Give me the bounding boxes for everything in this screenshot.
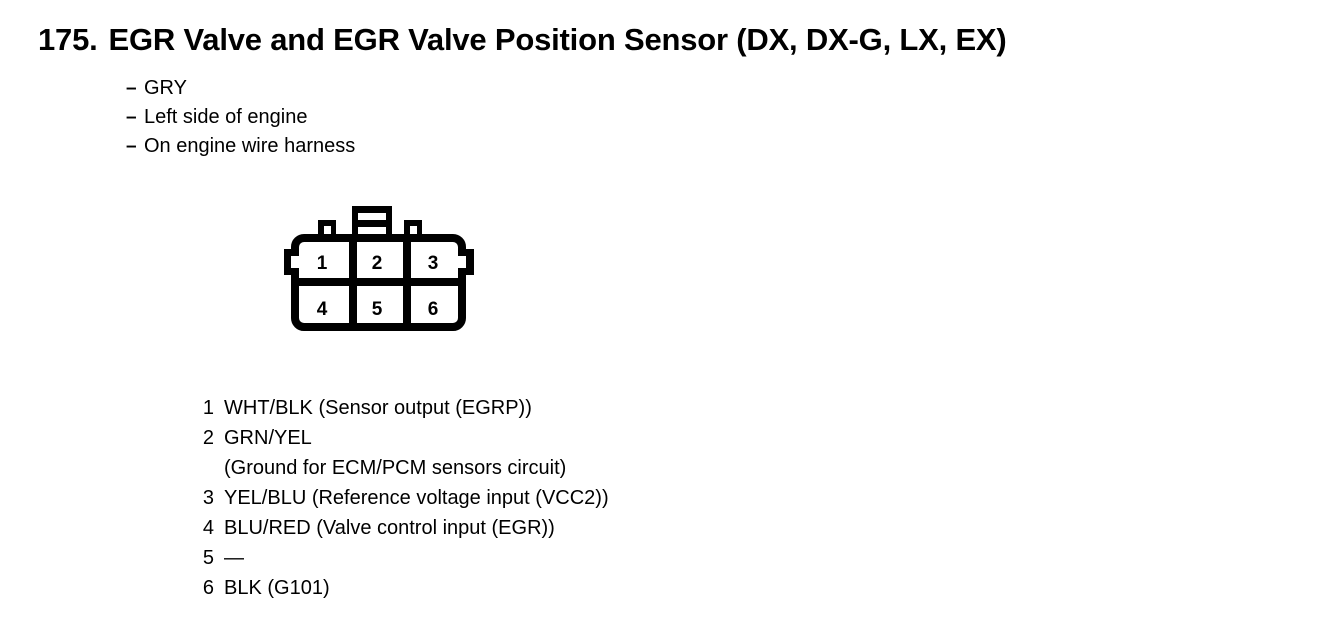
pin-legend-number: 1 xyxy=(202,397,214,419)
pin-legend-number: 5 xyxy=(202,547,214,569)
pin-legend-number: 4 xyxy=(202,517,214,539)
pin-legend-description: WHT/BLK (Sensor output (EGRP)) xyxy=(224,397,532,419)
pin-legend-description: — xyxy=(224,547,244,569)
pin-legend-description: BLU/RED (Valve control input (EGR)) xyxy=(224,517,555,539)
note-label: GRY xyxy=(144,77,187,99)
page-title-number: 175. xyxy=(38,22,98,57)
dash-icon: – xyxy=(126,107,137,128)
pin-legend-number: 3 xyxy=(202,487,214,509)
pin-number-6: 6 xyxy=(428,299,439,320)
pin-legend-list: 1 WHT/BLK (Sensor output (EGRP)) 2 GRN/Y… xyxy=(198,393,609,603)
pin-legend-row: 4 BLU/RED (Valve control input (EGR)) xyxy=(198,513,609,543)
connector-pin-numbers: 1 2 3 4 5 6 xyxy=(317,253,439,320)
note-item: – On engine wire harness xyxy=(126,132,355,161)
pin-legend-row: 5 — xyxy=(198,543,609,573)
pin-legend-row: 6 BLK (G101) xyxy=(198,573,609,603)
pin-legend-number: 2 xyxy=(202,427,214,449)
pin-legend-description: YEL/BLU (Reference voltage input (VCC2)) xyxy=(224,487,609,509)
pin-legend-row: 1 WHT/BLK (Sensor output (EGRP)) xyxy=(198,393,609,423)
dash-icon: – xyxy=(126,136,137,157)
pin-number-3: 3 xyxy=(428,253,439,274)
pin-number-4: 4 xyxy=(317,299,328,320)
pin-legend-row: 3 YEL/BLU (Reference voltage input (VCC2… xyxy=(198,483,609,513)
pin-legend-row: 2 GRN/YEL xyxy=(198,423,609,453)
page-title-text: EGR Valve and EGR Valve Position Sensor … xyxy=(108,22,1007,57)
pin-legend-description: BLK (G101) xyxy=(224,577,330,599)
note-item: – GRY xyxy=(126,74,355,103)
connector-outline xyxy=(284,206,474,331)
note-label: Left side of engine xyxy=(144,106,308,128)
note-label: On engine wire harness xyxy=(144,135,356,157)
connector-diagram: 1 2 3 4 5 6 xyxy=(283,202,483,337)
pin-number-1: 1 xyxy=(317,253,328,274)
pin-legend-row-continuation: (Ground for ECM/PCM sensors circuit) xyxy=(224,453,609,483)
pin-number-5: 5 xyxy=(372,299,383,320)
dash-icon: – xyxy=(126,78,137,99)
pin-number-2: 2 xyxy=(372,253,383,274)
pin-legend-description: (Ground for ECM/PCM sensors circuit) xyxy=(224,457,567,479)
pin-legend-number: 6 xyxy=(202,577,214,599)
notes-list: – GRY – Left side of engine – On engine … xyxy=(126,74,355,161)
page-title: 175. EGR Valve and EGR Valve Position Sen… xyxy=(38,21,1007,59)
pin-legend-description: GRN/YEL xyxy=(224,427,312,449)
note-item: – Left side of engine xyxy=(126,103,355,132)
